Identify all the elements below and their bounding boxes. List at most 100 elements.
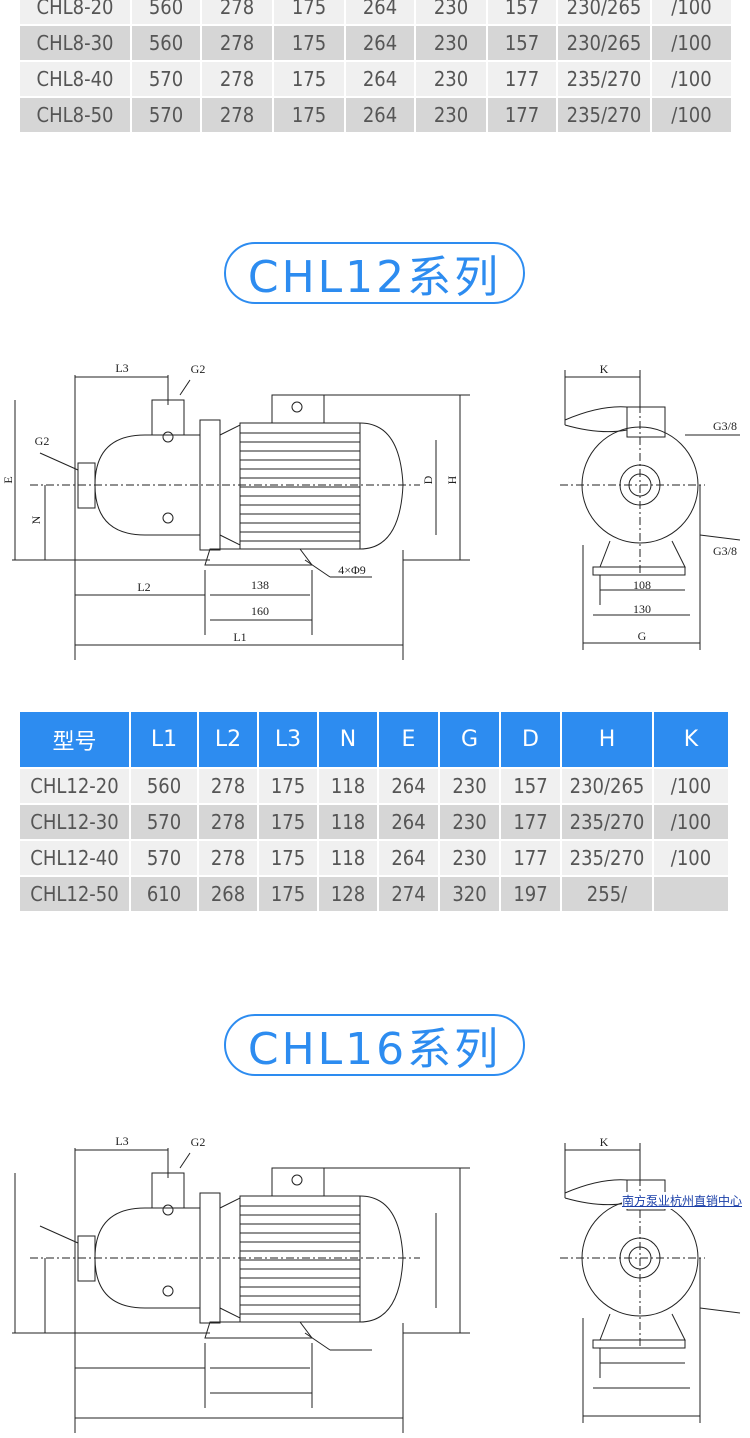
dimension-label: D: [421, 475, 435, 484]
column-header: H: [562, 712, 652, 767]
column-header: L2: [199, 712, 257, 767]
table-cell: 560: [132, 26, 200, 60]
table-cell: CHL12-20: [20, 769, 129, 803]
table-cell: 255/: [562, 877, 652, 911]
table-cell: 560: [132, 0, 200, 24]
table-cell: 264: [346, 26, 414, 60]
table-cell: /100: [652, 26, 731, 60]
table-cell: 278: [199, 841, 257, 875]
dimension-label: 108: [633, 578, 651, 592]
dimension-label: G3/8: [713, 544, 737, 558]
table-cell: 264: [379, 805, 438, 839]
dimension-label: G2: [191, 1135, 206, 1149]
table-cell: 128: [319, 877, 377, 911]
dimension-label: E: [1, 476, 15, 483]
table-cell: /100: [652, 98, 731, 132]
table-cell: 570: [132, 62, 200, 96]
table-cell: 177: [488, 98, 556, 132]
table-cell: 320: [440, 877, 499, 911]
table-cell: /100: [654, 805, 728, 839]
table-cell: CHL8-30: [20, 26, 130, 60]
table-cell: 175: [259, 769, 317, 803]
table-cell: 570: [131, 841, 197, 875]
dimension-label: 138: [251, 578, 269, 592]
table-cell: [654, 877, 728, 911]
table-cell: 175: [259, 805, 317, 839]
dimension-label: 160: [251, 604, 269, 618]
dimension-label: L3: [115, 361, 128, 375]
table-cell: 264: [379, 841, 438, 875]
table-cell: 230: [416, 0, 486, 24]
table-cell: /100: [652, 0, 731, 24]
dimension-label: L1: [233, 630, 246, 644]
table-cell: 278: [202, 26, 272, 60]
table-cell: CHL12-40: [20, 841, 129, 875]
column-header: L3: [259, 712, 317, 767]
column-header: K: [654, 712, 728, 767]
table-cell: 175: [259, 841, 317, 875]
table-cell: 230/265: [562, 769, 652, 803]
dimension-label: L2: [137, 580, 150, 594]
dimension-label: H: [445, 475, 459, 484]
table-cell: /100: [652, 62, 731, 96]
dimension-label: 4×Φ9: [338, 563, 366, 577]
chl12-series-title: CHL12系列: [224, 242, 525, 304]
chl16-series-title: CHL16系列: [224, 1014, 525, 1076]
pump-side-view: [77, 1167, 404, 1339]
table-cell: 177: [488, 62, 556, 96]
table-cell: 175: [259, 877, 317, 911]
table-cell: 230/265: [558, 26, 650, 60]
table-cell: 268: [199, 877, 257, 911]
table-cell: 274: [379, 877, 438, 911]
table-cell: CHL8-40: [20, 62, 130, 96]
table-cell: 235/270: [558, 62, 650, 96]
table-cell: 235/270: [562, 805, 652, 839]
dimension-label: G3/8: [713, 419, 737, 433]
table-cell: 177: [501, 805, 560, 839]
column-header: G: [440, 712, 499, 767]
column-header: L1: [131, 712, 197, 767]
watermark: 南方泵业杭州直销中心: [622, 1192, 743, 1209]
table-cell: 235/270: [558, 98, 650, 132]
table-cell: 278: [202, 0, 272, 24]
table-cell: 610: [131, 877, 197, 911]
table-cell: 278: [202, 62, 272, 96]
table-cell: 157: [488, 26, 556, 60]
table-cell: 230: [416, 26, 486, 60]
table-cell: 230/265: [558, 0, 650, 24]
table-cell: 278: [202, 98, 272, 132]
table-cell: 560: [131, 769, 197, 803]
dimension-label: 130: [633, 602, 651, 616]
table-cell: 197: [501, 877, 560, 911]
table-cell: CHL12-30: [20, 805, 129, 839]
table-cell: 264: [379, 769, 438, 803]
table-cell: 175: [274, 62, 344, 96]
dimension-label: K: [600, 362, 609, 376]
table-cell: /100: [654, 841, 728, 875]
dimension-label: L3: [115, 1134, 128, 1148]
table-cell: 118: [319, 769, 377, 803]
dimension-label: N: [29, 515, 43, 524]
table-cell: CHL8-50: [20, 98, 130, 132]
table-cell: 175: [274, 26, 344, 60]
dimension-label: G: [638, 629, 647, 643]
table-cell: 175: [274, 98, 344, 132]
column-header: N: [319, 712, 377, 767]
column-header: 型号: [20, 712, 129, 767]
column-header: E: [379, 712, 438, 767]
table-cell: 235/270: [562, 841, 652, 875]
table-cell: 264: [346, 98, 414, 132]
table-cell: 570: [132, 98, 200, 132]
table-cell: 118: [319, 841, 377, 875]
table-cell: 230: [440, 841, 499, 875]
